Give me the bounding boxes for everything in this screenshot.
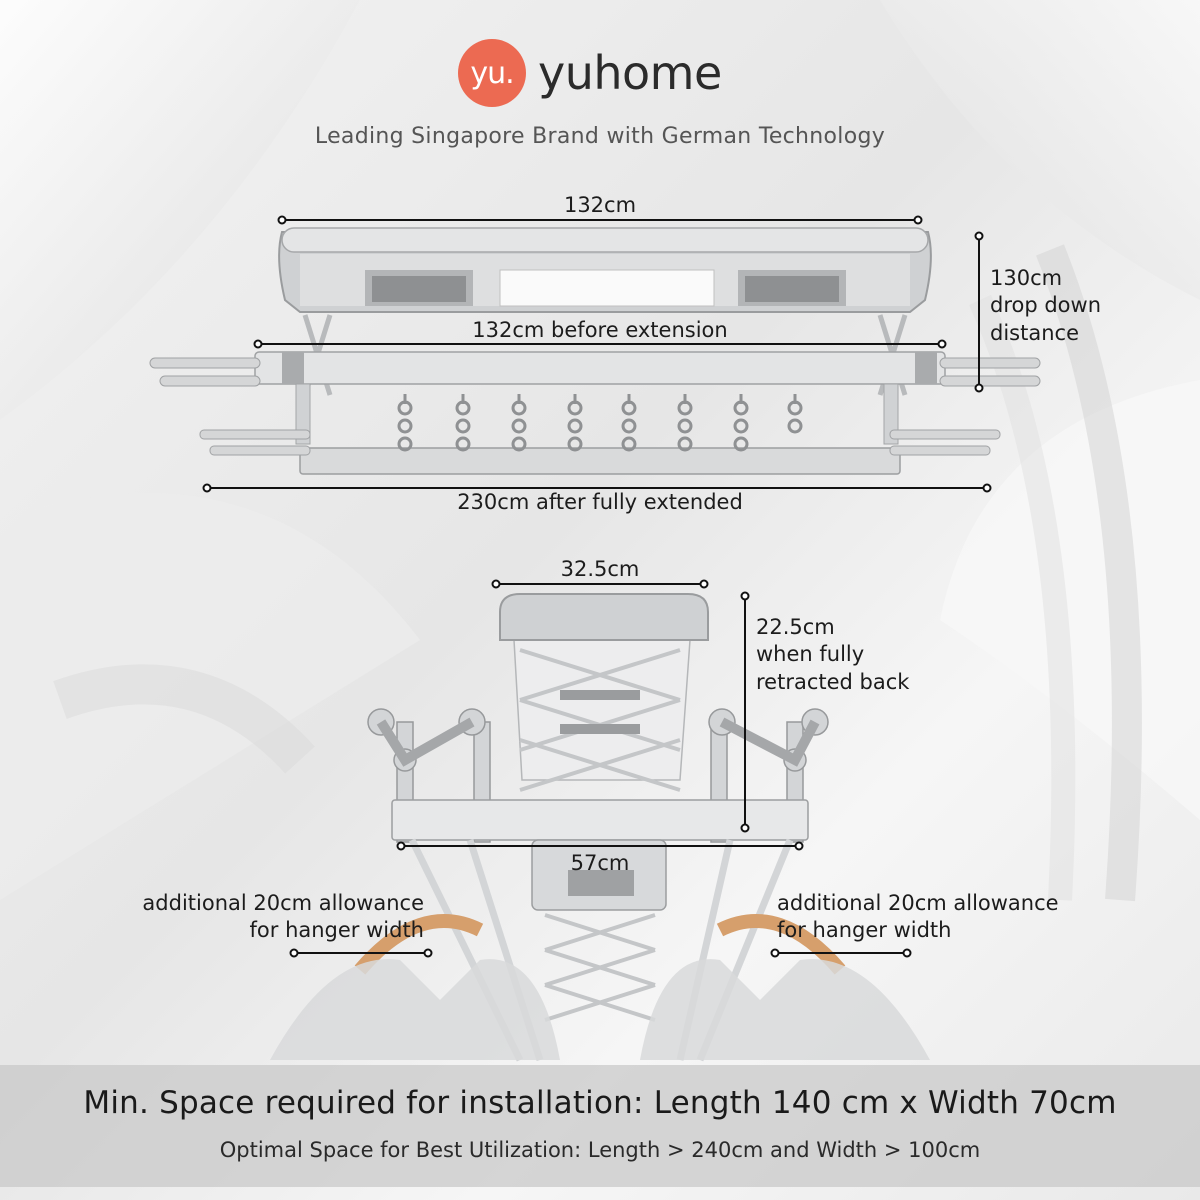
min-space-text: Min. Space required for installation: Le… — [83, 1085, 1117, 1121]
brand-logo: yu. yuhome — [458, 38, 722, 108]
side-rack-unit — [270, 593, 930, 1062]
hanger-allowance-right: additional 20cm allowance for hanger wid… — [777, 890, 1059, 945]
hanger-allowance-left: additional 20cm allowance for hanger wid… — [100, 890, 424, 945]
drop-line-2: drop down — [990, 293, 1102, 318]
hanger-left-line-1: additional 20cm allowance — [142, 891, 424, 915]
hanger-right-line-1: additional 20cm allowance — [777, 891, 1059, 915]
top-rack-unit — [149, 227, 1041, 475]
height-line-3: retracted back — [756, 669, 910, 694]
before-extension-label: 132cm before extension — [472, 318, 728, 342]
after-extension-label: 230cm after fully extended — [457, 490, 743, 514]
depth-label: 32.5cm — [560, 557, 640, 581]
top-width-label: 132cm — [563, 193, 637, 217]
hanger-right-line-2: for hanger width — [777, 918, 952, 943]
footer-banner — [0, 1065, 1200, 1187]
side-width-label: 57cm — [570, 851, 630, 875]
brand-name: yuhome — [538, 46, 722, 100]
height-line-2: when fully — [756, 642, 865, 667]
height-line-1: 22.5cm — [756, 615, 835, 639]
retracted-height-label: 22.5cm when fully retracted back — [756, 614, 909, 696]
drop-line-3: distance — [990, 320, 1079, 345]
tagline: Leading Singapore Brand with German Tech… — [314, 124, 886, 149]
optimal-space-text: Optimal Space for Best Utilization: Leng… — [219, 1138, 981, 1162]
drop-distance-label: 130cm drop down distance — [990, 265, 1101, 347]
brand-badge: yu. — [458, 39, 526, 107]
hanger-left-line-2: for hanger width — [249, 918, 424, 943]
drop-line-1: 130cm — [990, 266, 1063, 290]
